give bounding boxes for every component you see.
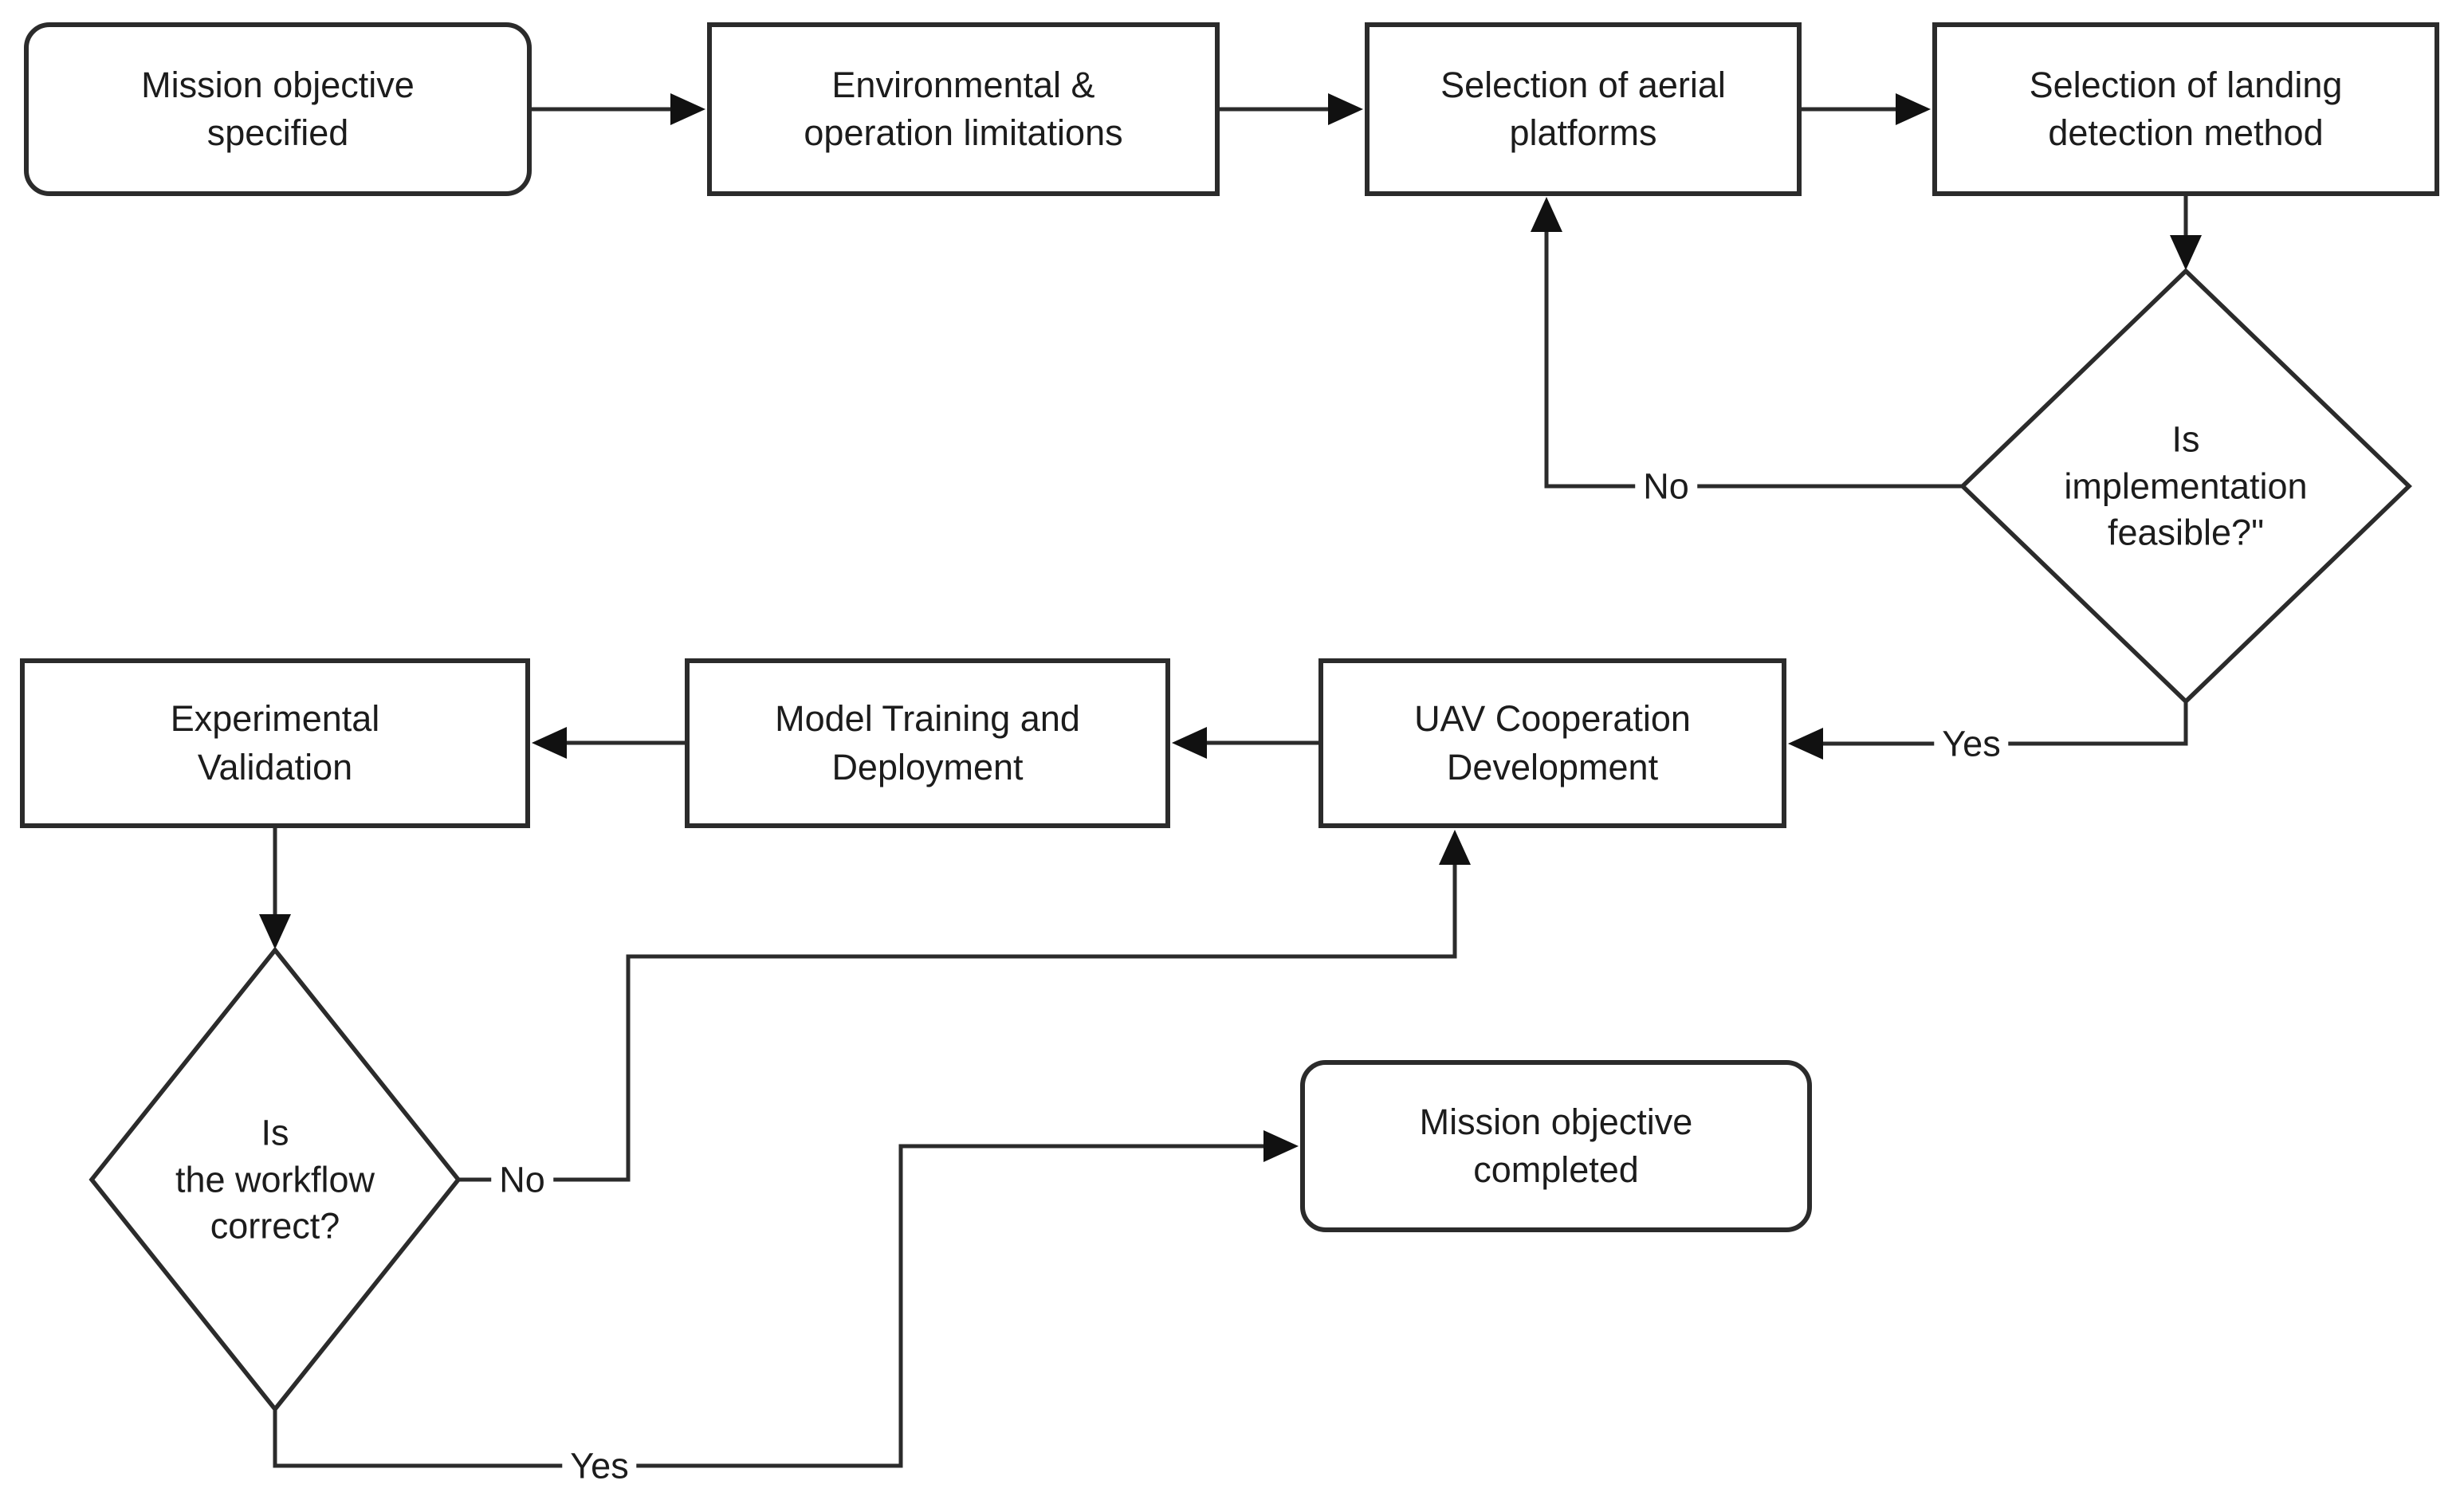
- node-selection-of-landing-detection-method: Selection of landing detection method: [1932, 22, 2439, 196]
- node-text-line: the workflow: [175, 1158, 375, 1200]
- node-text-line: Mission objective: [141, 64, 415, 105]
- node-experimental-validation: Experimental Validation: [20, 658, 530, 828]
- node-mission-objective-specified: Mission objective specified: [24, 22, 532, 196]
- node-text-line: Model Training and: [775, 698, 1080, 740]
- node-environmental-operation-limitations: Environmental & operation limitations: [707, 22, 1220, 196]
- node-text-line: detection method: [2048, 112, 2324, 153]
- edge-label-workflow-no: No: [491, 1160, 553, 1200]
- node-text-line: Mission objective: [1419, 1101, 1693, 1142]
- node-text-line: Selection of aerial: [1440, 64, 1726, 105]
- edge-label-feasible-yes: Yes: [1934, 724, 2009, 764]
- edge-feasible-yes: [1788, 701, 2188, 760]
- edge-workflow-yes: [273, 1130, 1299, 1468]
- node-text-line: Validation: [197, 746, 353, 787]
- decision-workflow-correct-shape: [88, 946, 462, 1413]
- decision-workflow-correct-label: Is the workflow correct?: [175, 1109, 375, 1250]
- node-text-line: specified: [206, 112, 349, 153]
- node-text-line: platforms: [1509, 112, 1657, 153]
- node-text-line: correct?: [210, 1205, 340, 1247]
- edge-label-workflow-yes: Yes: [562, 1446, 637, 1486]
- node-uav-cooperation-development: UAV Cooperation Development: [1318, 658, 1786, 828]
- node-text-line: UAV Cooperation: [1414, 698, 1691, 740]
- node-text-line: Environmental &: [831, 64, 1095, 105]
- node-text-line: Development: [1446, 746, 1659, 787]
- edge-label-feasible-no: No: [1635, 466, 1697, 506]
- node-text-line: Experimental: [170, 698, 380, 740]
- node-selection-of-aerial-platforms: Selection of aerial platforms: [1365, 22, 1802, 196]
- edge-workflow-no-loop: [458, 830, 1471, 1182]
- node-text-line: Is: [2171, 418, 2200, 460]
- node-text-line: operation limitations: [804, 112, 1123, 153]
- node-text-line: Deployment: [831, 746, 1024, 787]
- node-model-training-and-deployment: Model Training and Deployment: [685, 658, 1170, 828]
- node-text-line: completed: [1473, 1149, 1639, 1190]
- node-mission-objective-completed: Mission objective completed: [1300, 1060, 1812, 1232]
- node-text-line: Selection of landing: [2029, 64, 2343, 105]
- node-text-line: Is: [261, 1112, 289, 1153]
- edge-feasible-no-loop: [1531, 197, 1963, 489]
- decision-implementation-feasible-label: Is implementation feasible?": [2064, 416, 2307, 556]
- decision-implementation-feasible-shape: [1959, 268, 2412, 705]
- node-text-line: feasible?": [2107, 512, 2265, 553]
- node-text-line: implementation: [2064, 465, 2308, 506]
